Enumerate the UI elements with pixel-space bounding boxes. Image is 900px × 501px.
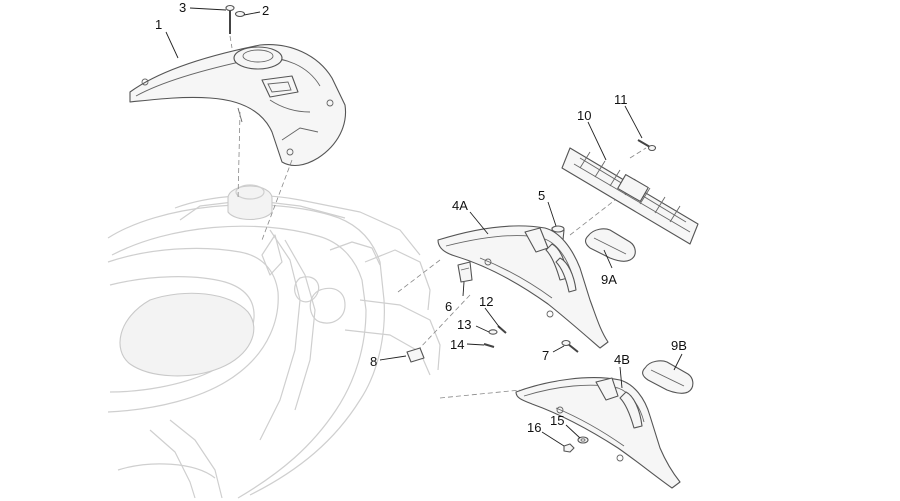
callout-2: 2 bbox=[262, 3, 269, 18]
part-6-clip bbox=[457, 261, 473, 283]
part-4A-side-panel bbox=[437, 225, 609, 349]
callout-1: 1 bbox=[155, 17, 162, 32]
part-14-screw bbox=[483, 343, 495, 348]
callout-3: 3 bbox=[179, 0, 186, 15]
callout-13: 13 bbox=[457, 317, 471, 332]
part-10-plate-holder bbox=[561, 147, 699, 245]
callout-5: 5 bbox=[538, 188, 545, 203]
callout-11: 11 bbox=[614, 92, 628, 107]
frame-ghost bbox=[107, 184, 441, 499]
leader-lines bbox=[165, 7, 683, 447]
callout-4A: 4A bbox=[452, 198, 468, 213]
part-1-rear-cover bbox=[129, 44, 347, 167]
callout-9A: 9A bbox=[601, 272, 617, 287]
callout-6: 6 bbox=[445, 299, 452, 314]
callout-15: 15 bbox=[550, 413, 564, 428]
part-9B-reflector bbox=[642, 360, 694, 394]
part-13-nut bbox=[488, 329, 498, 335]
part-7-bolt bbox=[561, 339, 579, 353]
part-2-washer bbox=[234, 10, 246, 18]
callout-14: 14 bbox=[450, 337, 464, 352]
callout-4B: 4B bbox=[614, 352, 630, 367]
callout-16: 16 bbox=[527, 420, 541, 435]
callout-12: 12 bbox=[479, 294, 493, 309]
part-15-washer bbox=[577, 436, 589, 444]
part-11-screw bbox=[637, 139, 657, 152]
callout-labels: 1 2 3 4A 4B 5 6 7 8 9A 9B 10 11 12 13 14… bbox=[155, 0, 687, 435]
part-9A-reflector bbox=[585, 228, 636, 262]
callout-10: 10 bbox=[577, 108, 591, 123]
callout-9B: 9B bbox=[671, 338, 687, 353]
part-8-clip bbox=[406, 347, 425, 363]
callout-7: 7 bbox=[542, 348, 549, 363]
part-4B-side-panel bbox=[515, 377, 681, 489]
callout-8: 8 bbox=[370, 354, 377, 369]
part-3-screw bbox=[225, 4, 235, 34]
part-16-nut bbox=[563, 443, 575, 453]
